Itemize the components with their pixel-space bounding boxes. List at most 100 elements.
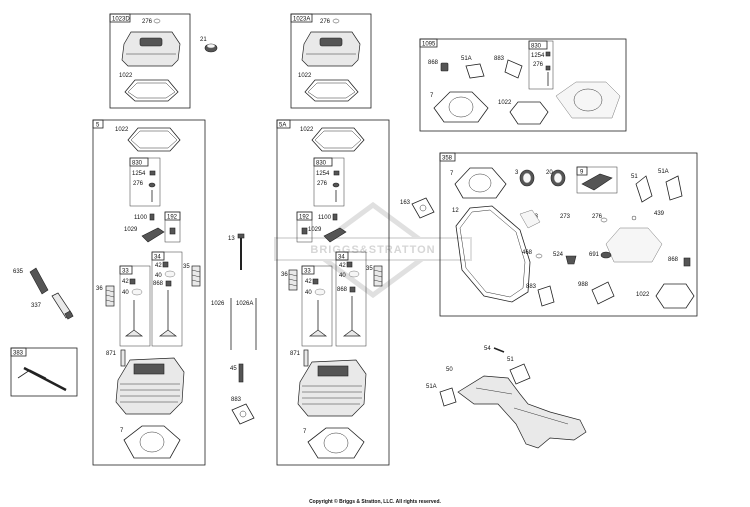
copyright-text: Copyright © Briggs & Stratton, LLC. All …: [309, 499, 441, 505]
gasket-icon: [127, 127, 181, 152]
part-label: 7: [430, 93, 434, 99]
part-label: 51: [631, 174, 638, 180]
part-label: 276: [133, 181, 144, 187]
part-label: 1022: [498, 100, 512, 106]
box-label: 192: [299, 215, 310, 221]
box-label: 34: [154, 255, 161, 261]
part-label: 524: [553, 252, 564, 258]
part-label: 42: [155, 263, 162, 269]
plug-icon: [565, 255, 577, 265]
part-label: 1100: [318, 215, 332, 221]
spark-plug-boot-icon: [29, 267, 49, 295]
part-label: 1254: [316, 171, 330, 177]
gasket-icon: [655, 283, 695, 309]
part-label: 868: [428, 60, 439, 66]
watermark-text: BRIGGS&STRATTON: [310, 244, 435, 256]
part-label: 868: [153, 281, 164, 287]
intake-manifold-icon: [457, 375, 587, 449]
part-label: 1026: [211, 301, 225, 307]
part-label: 20: [546, 170, 553, 176]
gasket-icon: [555, 81, 621, 119]
part-label: 35: [183, 264, 190, 270]
box-358: 358 7 3 20 9 51 51A 12 273 273 276 439 4…: [439, 152, 698, 317]
part-label: 468: [522, 250, 533, 256]
part-label: 276: [592, 214, 603, 220]
part-label: 54: [484, 346, 491, 352]
part-label: 868: [337, 287, 348, 293]
gasket-icon: [581, 173, 613, 191]
part-label: 337: [31, 303, 42, 309]
part-label: 635: [13, 269, 24, 275]
part-label: 40: [122, 290, 129, 296]
part-label: 42: [122, 279, 129, 285]
box-label: 358: [442, 156, 453, 162]
bolt-icon: [493, 347, 505, 353]
part-label: 40: [155, 273, 162, 279]
box-label: 5: [96, 123, 100, 129]
part-label: 51A: [461, 56, 472, 62]
cylinder-head-icon: [115, 357, 185, 415]
part-label: 13: [228, 236, 235, 242]
box-label: 9: [580, 170, 584, 176]
part-label: 871: [290, 351, 301, 357]
part-163: 163: [400, 197, 435, 219]
gasket-icon: [304, 79, 359, 102]
part-label: 1022: [119, 73, 133, 79]
part-label: 50: [446, 367, 453, 373]
part-label: 1022: [636, 292, 650, 298]
box-5a: 5A 1022 830 1254 276 192 1100 1029 33 34…: [276, 119, 390, 466]
gasket-icon: [124, 79, 179, 102]
box-label: 1095: [422, 42, 436, 48]
box-label: 33: [122, 269, 129, 275]
head-gasket-icon: [454, 167, 507, 199]
part-label: 883: [526, 284, 537, 290]
gasket-icon: [591, 281, 615, 305]
part-label: 36: [96, 286, 103, 292]
part-label: 40: [305, 290, 312, 296]
part-label: 51: [507, 357, 514, 363]
part-label: 1254: [531, 53, 545, 59]
gasket-icon: [519, 209, 541, 229]
part-label: 276: [142, 19, 153, 25]
part-label: 42: [339, 263, 346, 269]
part-label: 988: [578, 282, 589, 288]
valve-seal-icon: [440, 62, 449, 72]
part-label: 51A: [658, 169, 669, 175]
rocker-arm-icon: [323, 227, 347, 243]
gasket-icon: [231, 403, 255, 425]
part-label: 21: [200, 37, 207, 43]
part-label: 276: [533, 62, 544, 68]
crankcase-gasket-icon: [455, 205, 531, 303]
box-label: 383: [13, 351, 24, 357]
gasket-icon: [537, 285, 555, 307]
part-label: 276: [317, 181, 328, 187]
intake-manifold-group: 54 51 50 51A: [426, 346, 587, 449]
part-label: 42: [305, 279, 312, 285]
box-label: 1023A: [293, 17, 310, 23]
gasket-icon: [635, 175, 653, 203]
part-label: 273: [560, 214, 571, 220]
cylinder-head-icon: [297, 359, 367, 417]
part-label: 871: [106, 351, 117, 357]
part-label: 51A: [426, 384, 437, 390]
part-label: 1022: [115, 127, 129, 133]
gasket-icon: [311, 127, 365, 152]
part-label: 1029: [124, 227, 138, 233]
part-label: 883: [231, 397, 242, 403]
part-label: 1022: [300, 127, 314, 133]
part-label: 439: [654, 211, 665, 217]
valve-cover-icon: [121, 31, 181, 67]
gasket-icon: [411, 197, 435, 219]
left-parts: 635 337: [13, 267, 74, 320]
part-label: 7: [303, 429, 307, 435]
part-label: 40: [339, 273, 346, 279]
spark-plug-wrench-icon: [23, 366, 67, 392]
part-label: 868: [668, 257, 679, 263]
rocker-arm-icon: [141, 227, 165, 243]
gasket-icon: [504, 59, 523, 79]
box-label: 830: [132, 161, 143, 167]
part-label: 7: [450, 171, 454, 177]
box-label: 192: [167, 215, 178, 221]
part-label: 1026A: [236, 301, 253, 307]
